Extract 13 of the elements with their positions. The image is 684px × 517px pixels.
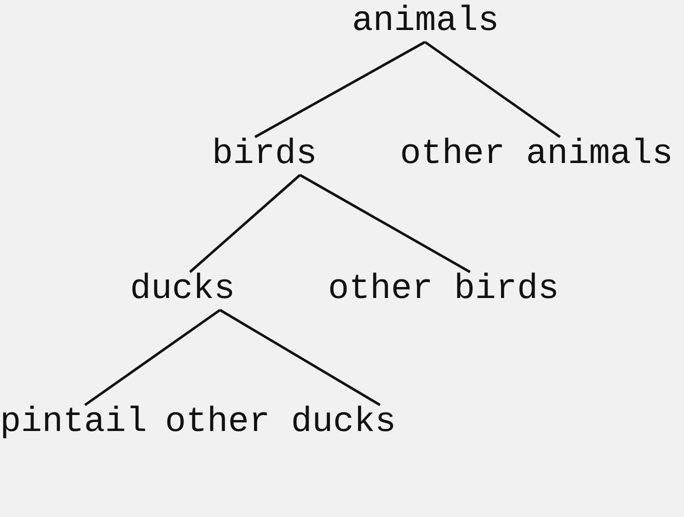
tree-branch-line <box>254 40 426 138</box>
tree-node-label: birds <box>212 137 318 172</box>
tree-node-label: pintail <box>0 405 148 440</box>
tree-branch-line <box>84 308 221 406</box>
tree-branch-line <box>219 308 381 406</box>
tree-branch-line <box>189 174 301 273</box>
tree-node-label: other animals <box>400 137 674 172</box>
tree-node-label: ducks <box>130 272 236 307</box>
tree-node-label: animals <box>352 4 500 39</box>
tree-branch-line <box>424 40 561 138</box>
tree-branch-line <box>299 174 471 274</box>
tree-node-label: other ducks <box>165 405 396 440</box>
tree-node-label: other birds <box>328 272 560 307</box>
